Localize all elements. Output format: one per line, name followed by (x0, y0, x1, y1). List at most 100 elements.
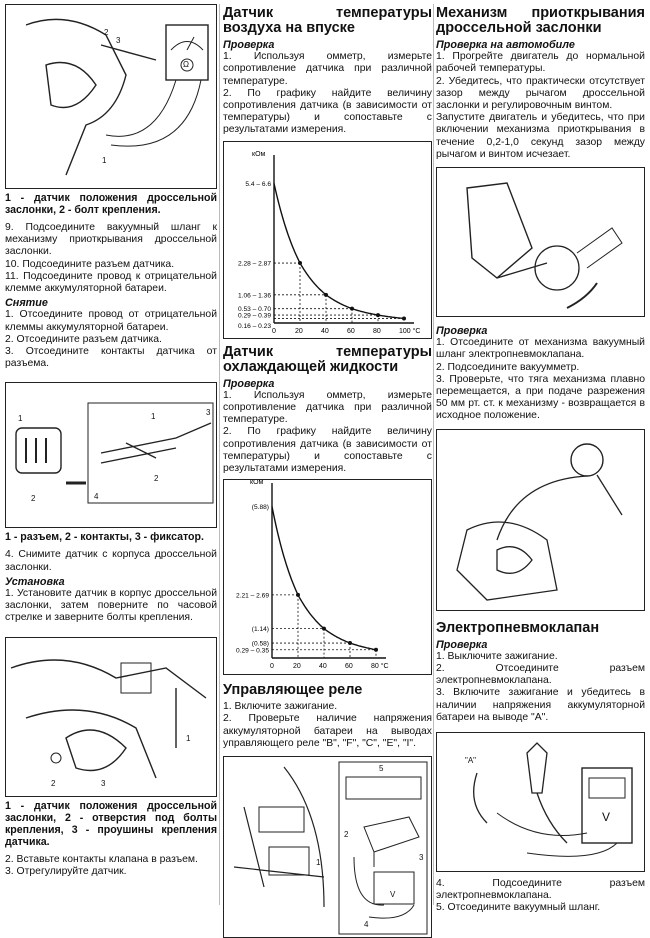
callout-2: 2 (31, 494, 36, 504)
x-tick-label: 40 (321, 328, 329, 335)
x-tick-label: 60 (345, 663, 353, 670)
figure-caption: 1 - разъем, 2 - контакты, 3 - фиксатор. (5, 531, 204, 544)
section-title-control-relay: Управляющее реле (223, 682, 363, 699)
y-tick-label: 0.16 – 0.23 (238, 323, 271, 330)
connector-drawing (15, 402, 214, 504)
section-title-solenoid-valve: Электропневмоклапан (436, 619, 600, 636)
data-point (348, 641, 352, 646)
step: 11. Подсоедините провод к отрицательной … (5, 270, 217, 295)
callout-2: 2 (104, 28, 109, 37)
figure-vacuum-pump (436, 428, 645, 611)
x-tick-label: 80 (373, 328, 381, 335)
section-title-intake-air-sensor: Датчик температуры воздуха на впуске (223, 5, 432, 36)
step: 4. Снимите датчик с корпуса дроссельной … (5, 549, 217, 573)
figure-throttle-opener (436, 167, 645, 318)
y-tick-label: (0.58) (252, 641, 269, 648)
step: 1. Включите зажигание. (223, 701, 338, 713)
relay-drawing (233, 761, 428, 935)
callout-1: 1 (102, 156, 107, 165)
column-right: Механизм приоткрывания дроссельной засло… (436, 0, 645, 915)
x-tick-label: 0 (270, 663, 274, 670)
subheading-removal: Снятие (5, 297, 48, 310)
y-tick-label: 2.28 – 2.87 (238, 260, 271, 267)
step: 1. Прогрейте двигатель до нормальной раб… (436, 51, 645, 75)
callout-2: 2 (344, 830, 349, 840)
step: 10. Подсоедините разъем датчика. (5, 258, 175, 270)
y-tick-label: (5.88) (252, 504, 269, 511)
voltmeter-symbol: V (602, 810, 611, 825)
figure-control-relay: 5 2 1 3 V 4 (223, 756, 432, 938)
step: 3. Проверьте, что тяга механизма плавно … (436, 373, 645, 422)
step: 1. Установите датчик в корпус дроссельно… (5, 588, 217, 624)
x-tick-label: 20 (293, 663, 301, 670)
step: 2. Убедитесь, что практически отсутствуе… (436, 75, 645, 112)
y-tick-label: (1.14) (252, 626, 269, 633)
section-title-throttle-opener: Механизм приоткрывания дроссельной засло… (436, 5, 645, 36)
section-title-coolant-sensor: Датчик температуры охлаждающей жидкости (223, 343, 432, 375)
step: 2. По графику найдите величину сопротивл… (223, 87, 432, 136)
step: 2. Отсоедините разъем датчика. (5, 333, 162, 345)
step: 1. Используя омметр, измерьте сопротивле… (223, 51, 432, 87)
step: 1. Отсоедините от механизма вакуумный шл… (436, 337, 645, 361)
step: Запустите двигатель и убедитесь, что при… (436, 112, 645, 160)
x-tick-label: 60 (347, 328, 355, 335)
voltmeter-symbol: V (390, 890, 396, 900)
subheading-check: Проверка (223, 377, 275, 390)
chart-svg: кОм(5.88)02.21 – 2.6920(1.14)40(0.58)600… (236, 480, 389, 670)
subheading-vehicle-check: Проверка на автомобиле (436, 39, 575, 51)
callout-4: 4 (94, 492, 99, 502)
step: 2. Отсоедините разъем электропневмоклапа… (436, 663, 645, 687)
y-axis-label: кОм (252, 151, 266, 158)
y-tick-label: 0.29 – 0.35 (236, 648, 269, 655)
figure-caption: 1 - датчик положения дроссельной заслонк… (5, 192, 217, 216)
subheading-check: Проверка (436, 325, 488, 338)
step: 3. Включите зажигание и убедитесь в нали… (436, 687, 645, 723)
data-point (296, 593, 300, 598)
terminal-a-label: "A" (465, 756, 477, 766)
callout-2: 2 (51, 778, 56, 788)
step: 2. Проверьте наличие напряжения аккумуля… (223, 713, 432, 749)
ohm-symbol: Ω (183, 60, 189, 69)
callout-1: 1 (186, 733, 191, 743)
callout-1: 1 (316, 858, 321, 868)
step: 1. Используя омметр, измерьте сопротивле… (223, 389, 432, 426)
y-tick-label: 2.21 – 2.69 (236, 593, 269, 600)
x-tick-label: 100 °C (399, 327, 420, 335)
callout-4: 4 (364, 920, 369, 930)
subheading-check: Проверка (436, 638, 488, 651)
y-tick-label: 0.29 – 0.39 (238, 312, 271, 319)
x-tick-label: 80 °C (371, 662, 389, 670)
callout-1: 1 (151, 412, 156, 422)
column-middle: Датчик температуры воздуха на впуске Про… (223, 0, 432, 938)
resistance-curve (273, 182, 405, 319)
subheading-check: Проверка (223, 39, 275, 51)
callout-5: 5 (379, 764, 384, 774)
figure-connector: 1 2 3 1 2 4 (5, 382, 217, 529)
column-left: 2 3 1 Ω 1 - датчик положения дроссельной… (5, 0, 217, 878)
callout-3: 3 (206, 408, 211, 418)
data-point (298, 260, 302, 265)
step: 9. Подсоедините вакуумный шланг к механи… (5, 222, 217, 258)
step: 1. Отсоедините провод от отрицательной к… (5, 309, 217, 333)
y-axis-label: кОм (250, 480, 264, 486)
vacuum-pump-drawing (456, 442, 623, 601)
throttle-sensor-drawing (25, 18, 209, 176)
step: 3. Отсоедините контакты датчика от разъе… (5, 346, 217, 370)
figure-throttle-sensor-ohmmeter: 2 3 1 Ω (5, 4, 217, 189)
data-point (350, 306, 354, 311)
subheading-install: Установка (5, 575, 65, 588)
figure-solenoid-voltmeter: "A" V (436, 732, 645, 873)
figure-sensor-install: 1 2 3 (5, 636, 217, 797)
figure-caption: 1 - датчик положения дроссельной заслонк… (5, 799, 217, 848)
callout-1: 1 (18, 414, 23, 424)
x-tick-label: 0 (272, 328, 276, 335)
step: 4. Подсоедините разъем электропневмоклап… (436, 878, 645, 902)
step: 5. Отсоедините вакуумный шланг. (436, 902, 601, 914)
y-tick-label: 0.53 – 0.70 (238, 306, 271, 313)
x-tick-label: 20 (295, 328, 303, 335)
step: 2. По графику найдите величину сопротивл… (223, 426, 432, 475)
data-point (324, 292, 328, 297)
throttle-opener-drawing (466, 182, 623, 309)
